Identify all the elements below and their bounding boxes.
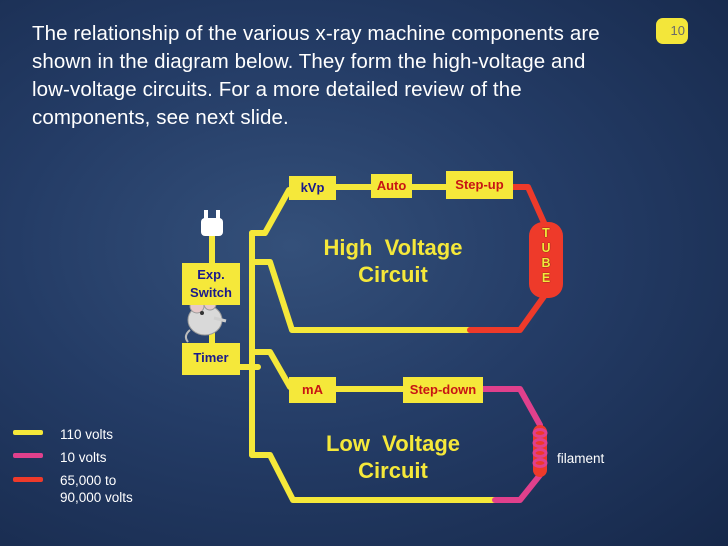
tube-letter: E (541, 271, 551, 285)
tube-label: T U B E (529, 226, 563, 286)
step-down-box: Step-down (403, 377, 483, 403)
intro-line: shown in the diagram below. They form th… (32, 50, 586, 73)
low-voltage-title: Low Voltage Circuit (298, 430, 488, 484)
slide-number-badge: 10 (656, 18, 688, 44)
legend-swatch-high-voltage (13, 477, 43, 482)
filament-label: filament (557, 451, 605, 466)
low-voltage-line: Low Voltage (325, 431, 461, 456)
exp-switch-box: Exp. Switch (182, 263, 240, 305)
tube-letter: B (541, 256, 551, 270)
legend-label-10v: 10 volts (60, 449, 107, 466)
tube-letter: U (541, 241, 551, 255)
filament-coil-icon (532, 425, 548, 477)
exp-switch-line: Switch (190, 285, 232, 300)
low-voltage-line: Circuit (358, 458, 428, 483)
legend-swatch-10v (13, 453, 43, 458)
step-up-box: Step-up (446, 171, 513, 199)
tube-letter: T (542, 226, 550, 240)
wire-to-ma (249, 349, 293, 390)
auto-box: Auto (371, 174, 412, 198)
legend-label-line: 10 volts (60, 450, 107, 465)
plug-icon (201, 210, 223, 236)
high-voltage-title: High Voltage Circuit (298, 234, 488, 288)
intro-text: The relationship of the various x-ray ma… (32, 20, 682, 132)
wire-filament-return (492, 472, 543, 503)
tube-body (529, 222, 563, 298)
ma-box: mA (289, 377, 336, 403)
wire-hv-return (249, 259, 473, 333)
legend-swatch-110v (13, 430, 43, 435)
high-voltage-line: Circuit (358, 262, 428, 287)
intro-line: components, see next slide. (32, 106, 289, 129)
legend-label-high-voltage: 65,000 to 90,000 volts (60, 472, 133, 506)
intro-line: The relationship of the various x-ray ma… (32, 22, 600, 45)
legend-label-line: 65,000 to (60, 473, 117, 488)
legend-label-line: 110 volts (60, 427, 114, 442)
timer-box: Timer (182, 343, 240, 375)
wire-hv-to-tube (510, 184, 548, 228)
wire-bus (237, 230, 261, 458)
legend-label-110v: 110 volts (60, 426, 113, 443)
intro-line: low-voltage circuits. For a more detaile… (32, 78, 522, 101)
legend-label-line: 90,000 volts (60, 490, 133, 505)
exp-switch-line: Exp. (197, 267, 225, 282)
wire-lv-return (249, 452, 498, 503)
kvp-box: kVp (289, 176, 336, 200)
wire-stepdown-filament (480, 386, 543, 428)
high-voltage-line: High Voltage (323, 235, 463, 260)
wire-tube-return (467, 292, 548, 333)
wire-to-kvp (249, 187, 292, 236)
